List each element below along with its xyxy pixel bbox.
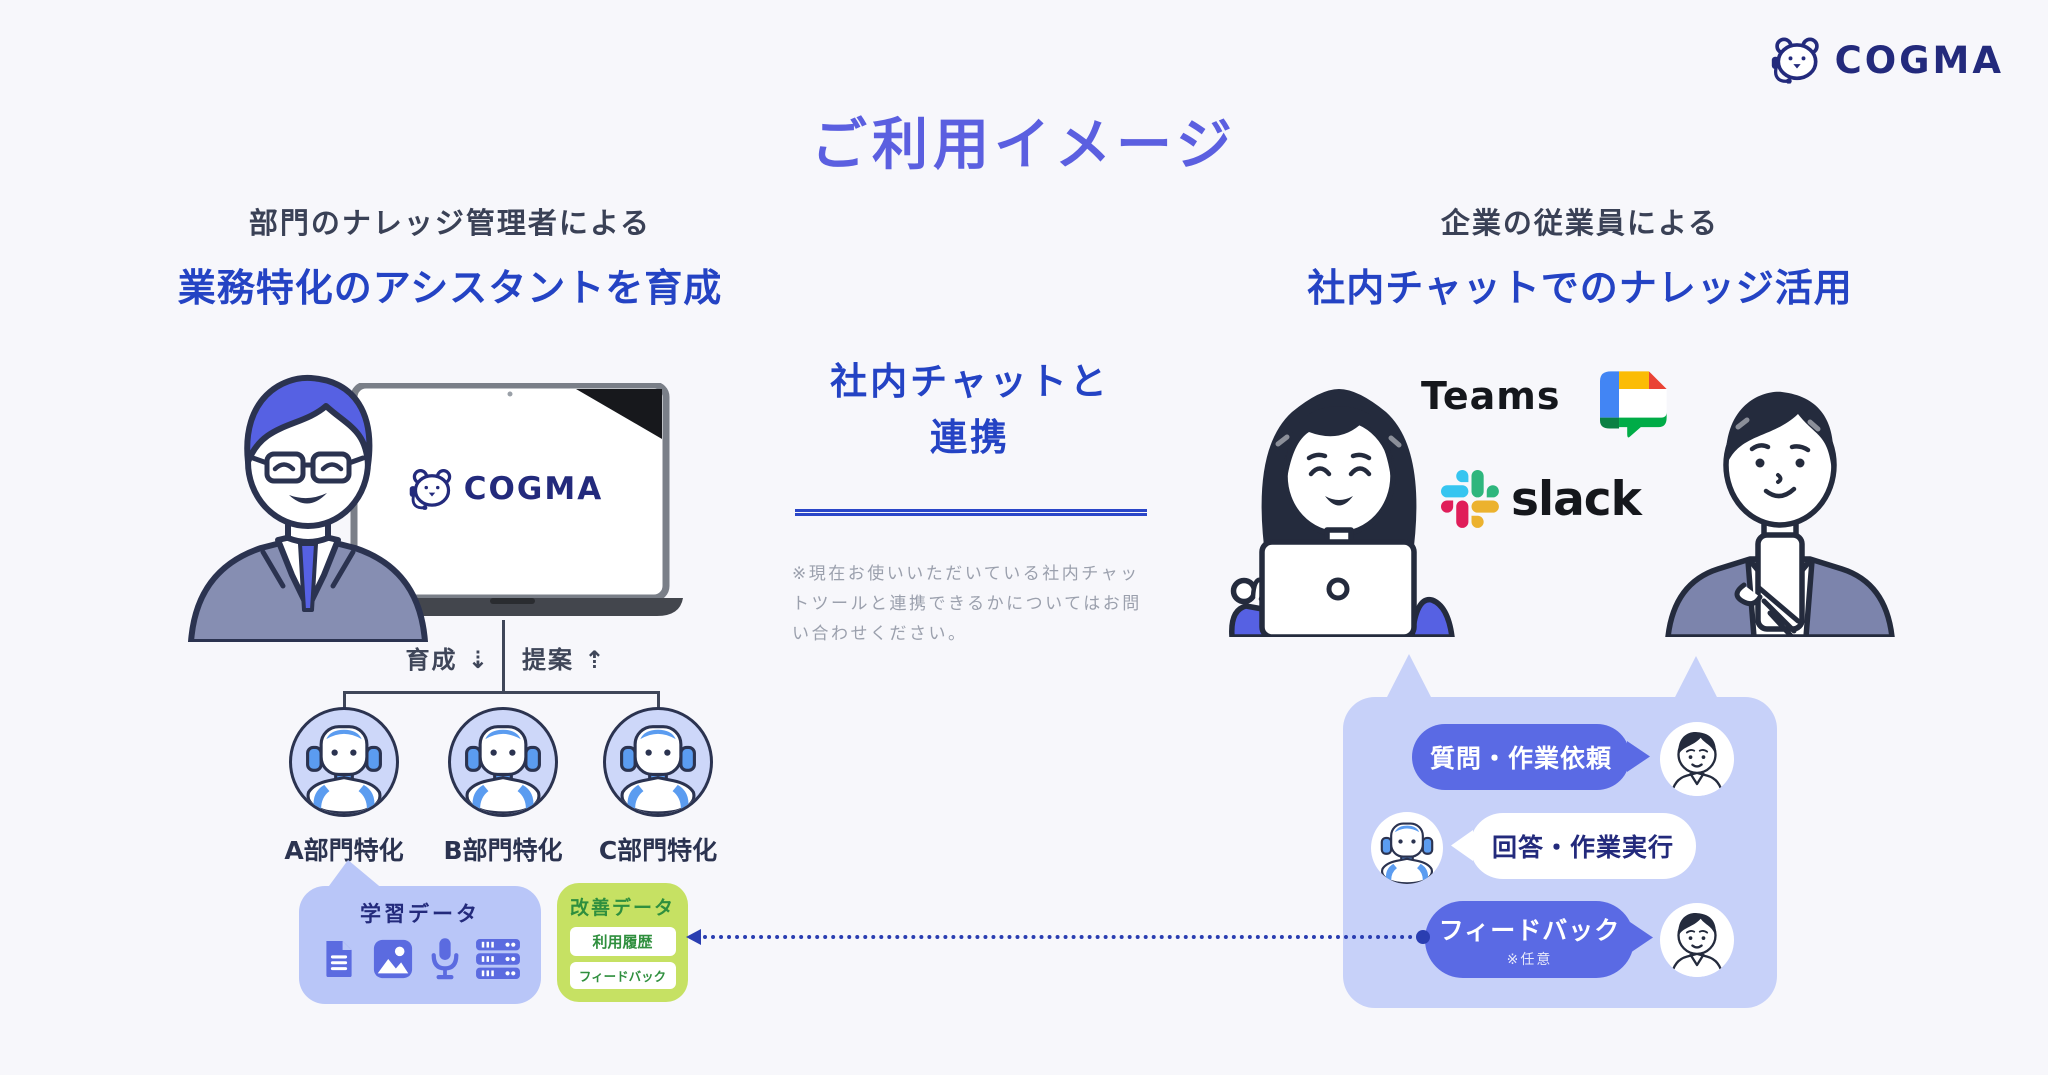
- learning-data-icons: [299, 937, 541, 981]
- left-section-heading: 部門のナレッジ管理者による 業務特化のアシスタントを育成: [110, 200, 790, 312]
- screen-wordmark: COGMA: [463, 471, 604, 507]
- learning-data-box: 学習データ: [299, 886, 541, 1004]
- employee-man-illustration: [1665, 391, 1895, 637]
- agent-label-a: A部門特化: [284, 836, 404, 865]
- feedback-pill: フィードバック: [569, 962, 676, 989]
- robot-icon: [1371, 812, 1443, 884]
- robot-icon: [606, 710, 710, 814]
- left-heading-top: 部門のナレッジ管理者による: [248, 206, 652, 240]
- chat-bubble-feedback: フィードバック ※任意: [1425, 901, 1634, 978]
- chat-feedback-text: フィードバック: [1438, 915, 1621, 945]
- document-icon: [325, 941, 352, 977]
- agent-avatar-c: [603, 707, 713, 817]
- center-heading-line1: 社内チャットと: [830, 360, 1110, 403]
- assistant-avatar: [1371, 812, 1443, 884]
- laptop-illustration: [342, 383, 683, 616]
- agent-avatar-a: [289, 707, 399, 817]
- left-heading-main: 業務特化のアシスタントを育成: [177, 266, 723, 310]
- integration-note: ※現在お使いいただいている社内チャットツールと連携できるかについてはお問い合わせ…: [792, 564, 1142, 644]
- chat-bubble-answer: 回答・作業実行: [1470, 813, 1696, 879]
- propose-flow-label: 提案 ⇡: [522, 646, 607, 674]
- chat-panel-tail-left: [1386, 654, 1432, 699]
- slack-icon: [1441, 470, 1499, 528]
- org-vertical-line: [502, 620, 505, 693]
- bear-headset-icon: [1771, 36, 1823, 84]
- improvement-data-title: 改善データ: [569, 897, 675, 919]
- image-icon: [373, 939, 412, 979]
- robot-icon: [292, 710, 396, 814]
- chat-panel-tail-right: [1673, 656, 1719, 701]
- page-title: ご利用イメージ: [811, 113, 1237, 178]
- center-heading-line2: 連携: [930, 415, 1010, 459]
- connector-arrowhead: [686, 929, 701, 945]
- double-divider: [795, 509, 1147, 516]
- center-heading: 社内チャットと 連携: [790, 354, 1150, 465]
- org-drop-line-c: [657, 691, 660, 709]
- slack-logo-text: slack: [1511, 471, 1642, 527]
- org-horizontal-line: [343, 691, 660, 694]
- laptop-screen-logo: COGMA: [378, 468, 634, 510]
- employee-avatar: [1660, 722, 1734, 796]
- man-avatar-icon: [1660, 903, 1734, 977]
- mic-icon: [431, 938, 458, 980]
- brand-wordmark: COGMA: [1834, 38, 2004, 82]
- server-icon: [475, 938, 520, 980]
- improvement-data-box: 改善データ 利用履歴 フィードバック: [557, 883, 688, 1002]
- agent-avatar-b: [448, 707, 558, 817]
- employee-avatar: [1660, 903, 1734, 977]
- employee-woman-illustration: [1229, 389, 1455, 637]
- knowledge-manager-illustration: [188, 374, 428, 642]
- brand-logo: COGMA: [1771, 36, 2004, 84]
- connector-dot: [1416, 930, 1430, 944]
- agent-label-c: C部門特化: [598, 836, 718, 865]
- right-heading-top: 企業の従業員による: [1440, 206, 1720, 240]
- man-avatar-icon: [1660, 722, 1734, 796]
- google-chat-icon: [1600, 371, 1667, 438]
- right-heading-main: 社内チャットでのナレッジ活用: [1307, 266, 1853, 310]
- slack-logo: slack: [1441, 470, 1642, 528]
- feedback-dotted-connector: [703, 935, 1421, 939]
- chat-bubble-request: 質問・作業依頼: [1412, 724, 1630, 790]
- org-drop-line-a: [343, 691, 346, 709]
- agent-label-b: B部門特化: [443, 836, 563, 865]
- train-flow-label: 育成 ⇣: [405, 646, 490, 674]
- right-section-heading: 企業の従業員による 社内チャットでのナレッジ活用: [1245, 200, 1915, 312]
- chat-feedback-note: ※任意: [1506, 951, 1553, 968]
- usage-history-pill: 利用履歴: [569, 927, 676, 956]
- robot-icon: [451, 710, 555, 814]
- learning-data-title: 学習データ: [360, 902, 480, 926]
- chat-answer-text: 回答・作業実行: [1491, 833, 1674, 862]
- teams-logo-text: Teams: [1421, 374, 1561, 418]
- chat-request-text: 質問・作業依頼: [1429, 744, 1612, 773]
